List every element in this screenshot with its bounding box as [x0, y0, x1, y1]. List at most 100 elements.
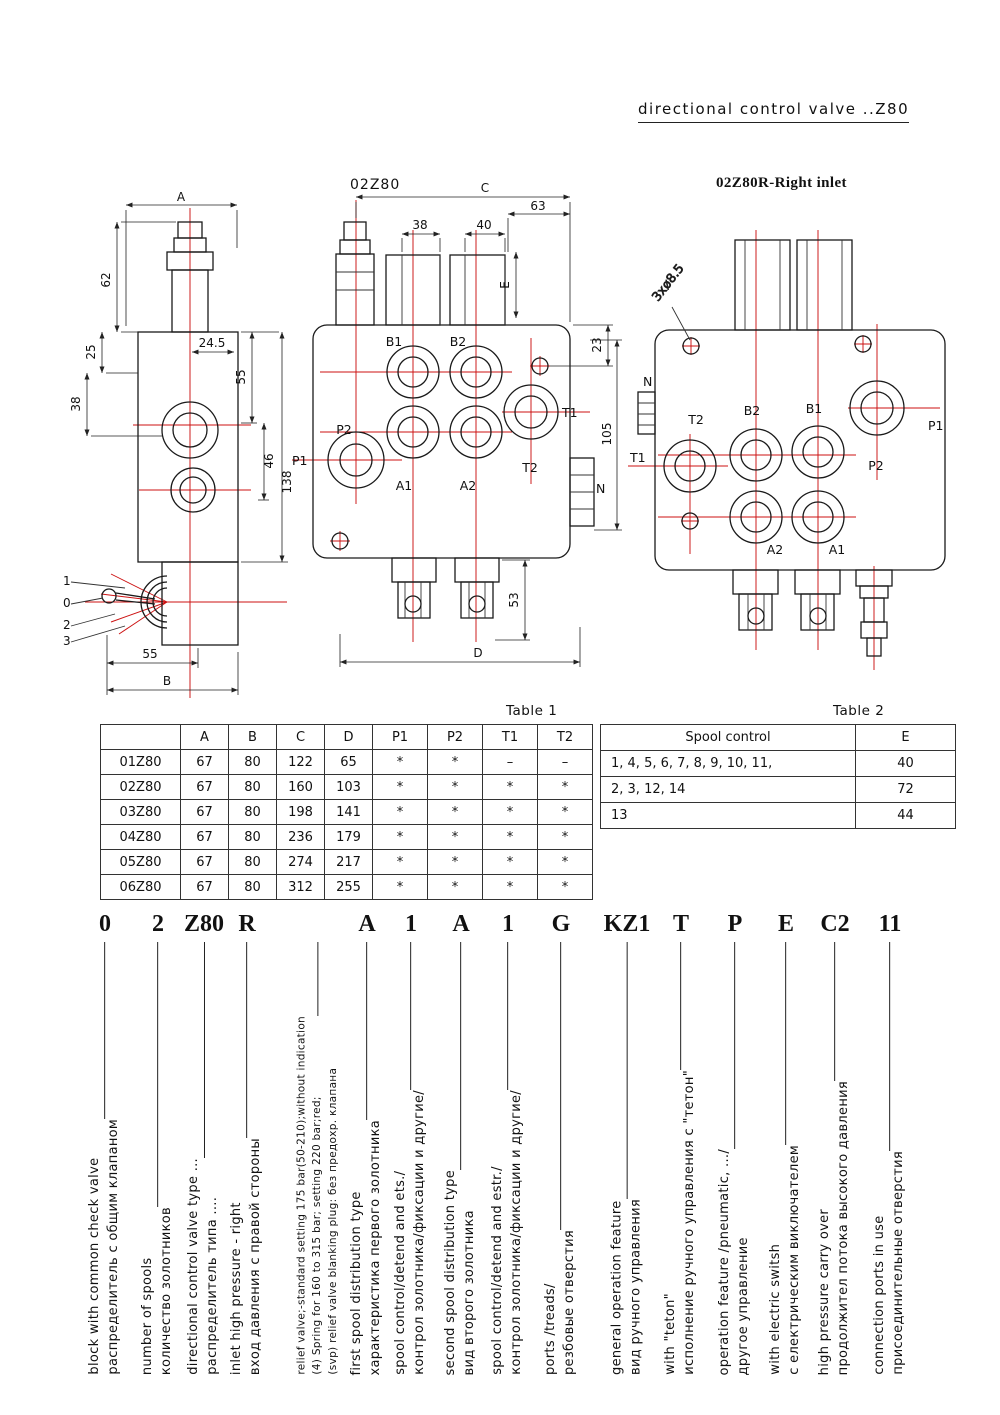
- port-p2-label: P2: [868, 458, 884, 473]
- code-symbol: T: [672, 911, 689, 937]
- code-symbol: 1: [405, 911, 417, 937]
- top-view-dimension-labels: C 63 38 40 E 23 105 53 D: [412, 181, 614, 660]
- description-line: резбовые отверстия: [562, 1229, 577, 1375]
- lever-assembly: [101, 575, 168, 629]
- code-symbol: 11: [878, 911, 902, 937]
- ordering-code-column: 1 spool control/detend and ets./контрол з…: [392, 910, 430, 1375]
- dim-23-label: 23: [590, 337, 604, 352]
- column-header: T1: [482, 724, 538, 750]
- description-line: вход давления с правой стороны: [248, 1137, 263, 1375]
- code-description: spool control/detend and estr./контрол з…: [489, 1090, 527, 1375]
- table-cell: *: [537, 874, 593, 900]
- description-line: количество золотников: [159, 1206, 174, 1375]
- column-header: T2: [537, 724, 593, 750]
- table-cell: 80: [228, 824, 277, 850]
- description-line: вид второго золотника: [462, 1209, 477, 1375]
- leader-line: [460, 942, 462, 1170]
- table-cell: *: [427, 874, 483, 900]
- table-cell: 67: [180, 774, 229, 800]
- ordering-code-column: relief valve;-standard setting 175 bar(5…: [294, 910, 341, 1375]
- code-symbol: 2: [152, 911, 164, 937]
- description-line: продолжител потока высокого давления: [836, 1080, 851, 1375]
- description-line: вид ручного управления: [628, 1199, 643, 1375]
- dim-46-label: 46: [262, 453, 276, 468]
- lever-position-leaders: [70, 581, 126, 643]
- table-cell: 80: [228, 849, 277, 875]
- leader-line: [507, 942, 509, 1091]
- front-view-body: [137, 221, 239, 646]
- code-symbol: P: [727, 911, 743, 937]
- top-view-centerlines: [292, 200, 590, 642]
- top-view-dimension-lines: [339, 194, 622, 667]
- top-view-spool-clevises: [391, 557, 500, 619]
- table-cell: 06Z80: [100, 874, 181, 900]
- dim-38-label: 38: [412, 218, 427, 232]
- description-line: другое управление: [736, 1236, 751, 1375]
- dim-53-label: 53: [507, 592, 521, 607]
- column-header: P2: [427, 724, 483, 750]
- description-line: характеристика первого золотника: [368, 1119, 383, 1375]
- leader-line: [785, 942, 787, 1146]
- description-line: с електрическим виключателем: [787, 1145, 802, 1375]
- table-cell: 01Z80: [100, 749, 181, 775]
- leader-line: [734, 942, 736, 1149]
- description-line: first spool distribution type: [349, 1190, 365, 1375]
- right-view-body: [637, 239, 946, 571]
- table-cell: 13: [600, 802, 856, 829]
- description-line: spool control/detend and ets./: [393, 1170, 409, 1375]
- code-symbol: E: [777, 911, 794, 937]
- description-line: second spool distribution type: [443, 1169, 459, 1375]
- table-cell: 141: [324, 799, 373, 825]
- leader-line: [410, 942, 412, 1091]
- description-line: (svp) relief valve blanking plug: без пр…: [326, 1068, 339, 1375]
- right-inlet-view-drawing: 3xø8.5 N T1 T2 B2 B1 P1 P2 A2 A1: [628, 230, 946, 670]
- leader-line: [317, 942, 319, 1017]
- front-view-dimension-labels: A 62 25 38 24.5 55 46 138 55 B: [69, 190, 294, 688]
- table-cell: 255: [324, 874, 373, 900]
- code-description: spool control/detend and ets./контрол зо…: [392, 1090, 430, 1375]
- dim-55-bottom-label: 55: [142, 647, 157, 661]
- front-view-drawing: 1 0 2 3 A 62 25 38 24.5 55 46: [63, 190, 294, 698]
- port-t1-label: T1: [561, 405, 578, 420]
- right-view-relief-screw: [855, 569, 893, 657]
- column-header: B: [228, 724, 277, 750]
- port-p1-label: P1: [292, 453, 308, 468]
- dim-38-label: 38: [69, 396, 83, 411]
- lever-pos-1-label: 1: [63, 574, 71, 588]
- table1-label: Table 1: [506, 703, 558, 719]
- top-view-port-labels: B1 B2 P2 A1 A2 T2 T1 P1 N: [292, 334, 605, 496]
- dim-c-label: C: [481, 181, 489, 195]
- front-view-centerlines: [85, 208, 287, 698]
- dim-63-label: 63: [530, 199, 545, 213]
- code-symbol: A: [452, 911, 470, 937]
- description-line: исполнение ручного управления с "тетон": [682, 1070, 697, 1375]
- top-view-body: [312, 221, 595, 559]
- port-p1-label: P1: [928, 418, 944, 433]
- description-line: relief valve;-standard setting 175 bar(5…: [295, 1016, 308, 1375]
- code-symbol: G: [551, 911, 571, 937]
- right-inlet-view-title: 02Z80R-Right inlet: [716, 175, 847, 191]
- code-symbol: KZ1: [603, 911, 651, 937]
- description-line: распределитель типа ....: [204, 1197, 220, 1375]
- leader-line: [366, 942, 368, 1120]
- leader-line: [157, 942, 159, 1207]
